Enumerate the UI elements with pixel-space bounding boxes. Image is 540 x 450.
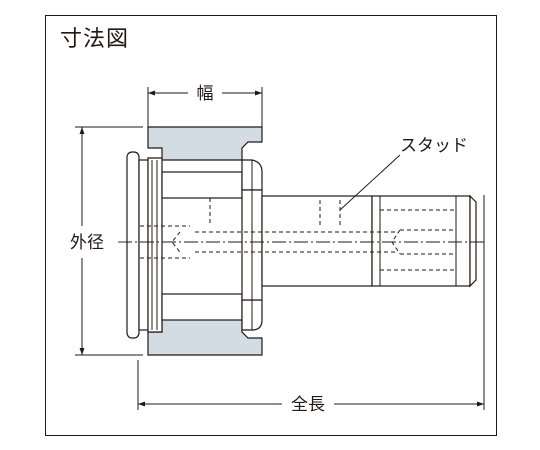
stud-collar — [241, 159, 263, 331]
stud-leader: スタッド — [339, 136, 468, 211]
side-plate — [126, 151, 163, 339]
extension-lines — [75, 87, 485, 410]
hidden-lines — [140, 198, 456, 271]
label-total-length: 全長 — [291, 395, 325, 415]
outer-ring-section — [147, 126, 263, 356]
dim-outer-diameter: 外径 — [70, 127, 104, 355]
stud-shank — [261, 194, 477, 288]
label-width: 幅 — [197, 84, 214, 104]
label-stud: スタッド — [400, 136, 468, 156]
label-outer-diameter: 外径 — [70, 233, 104, 253]
roller-area — [161, 171, 243, 321]
dim-total-length: 全長 — [138, 395, 484, 415]
dim-width: 幅 — [148, 84, 262, 104]
drawing-title: 寸法図 — [60, 27, 130, 52]
